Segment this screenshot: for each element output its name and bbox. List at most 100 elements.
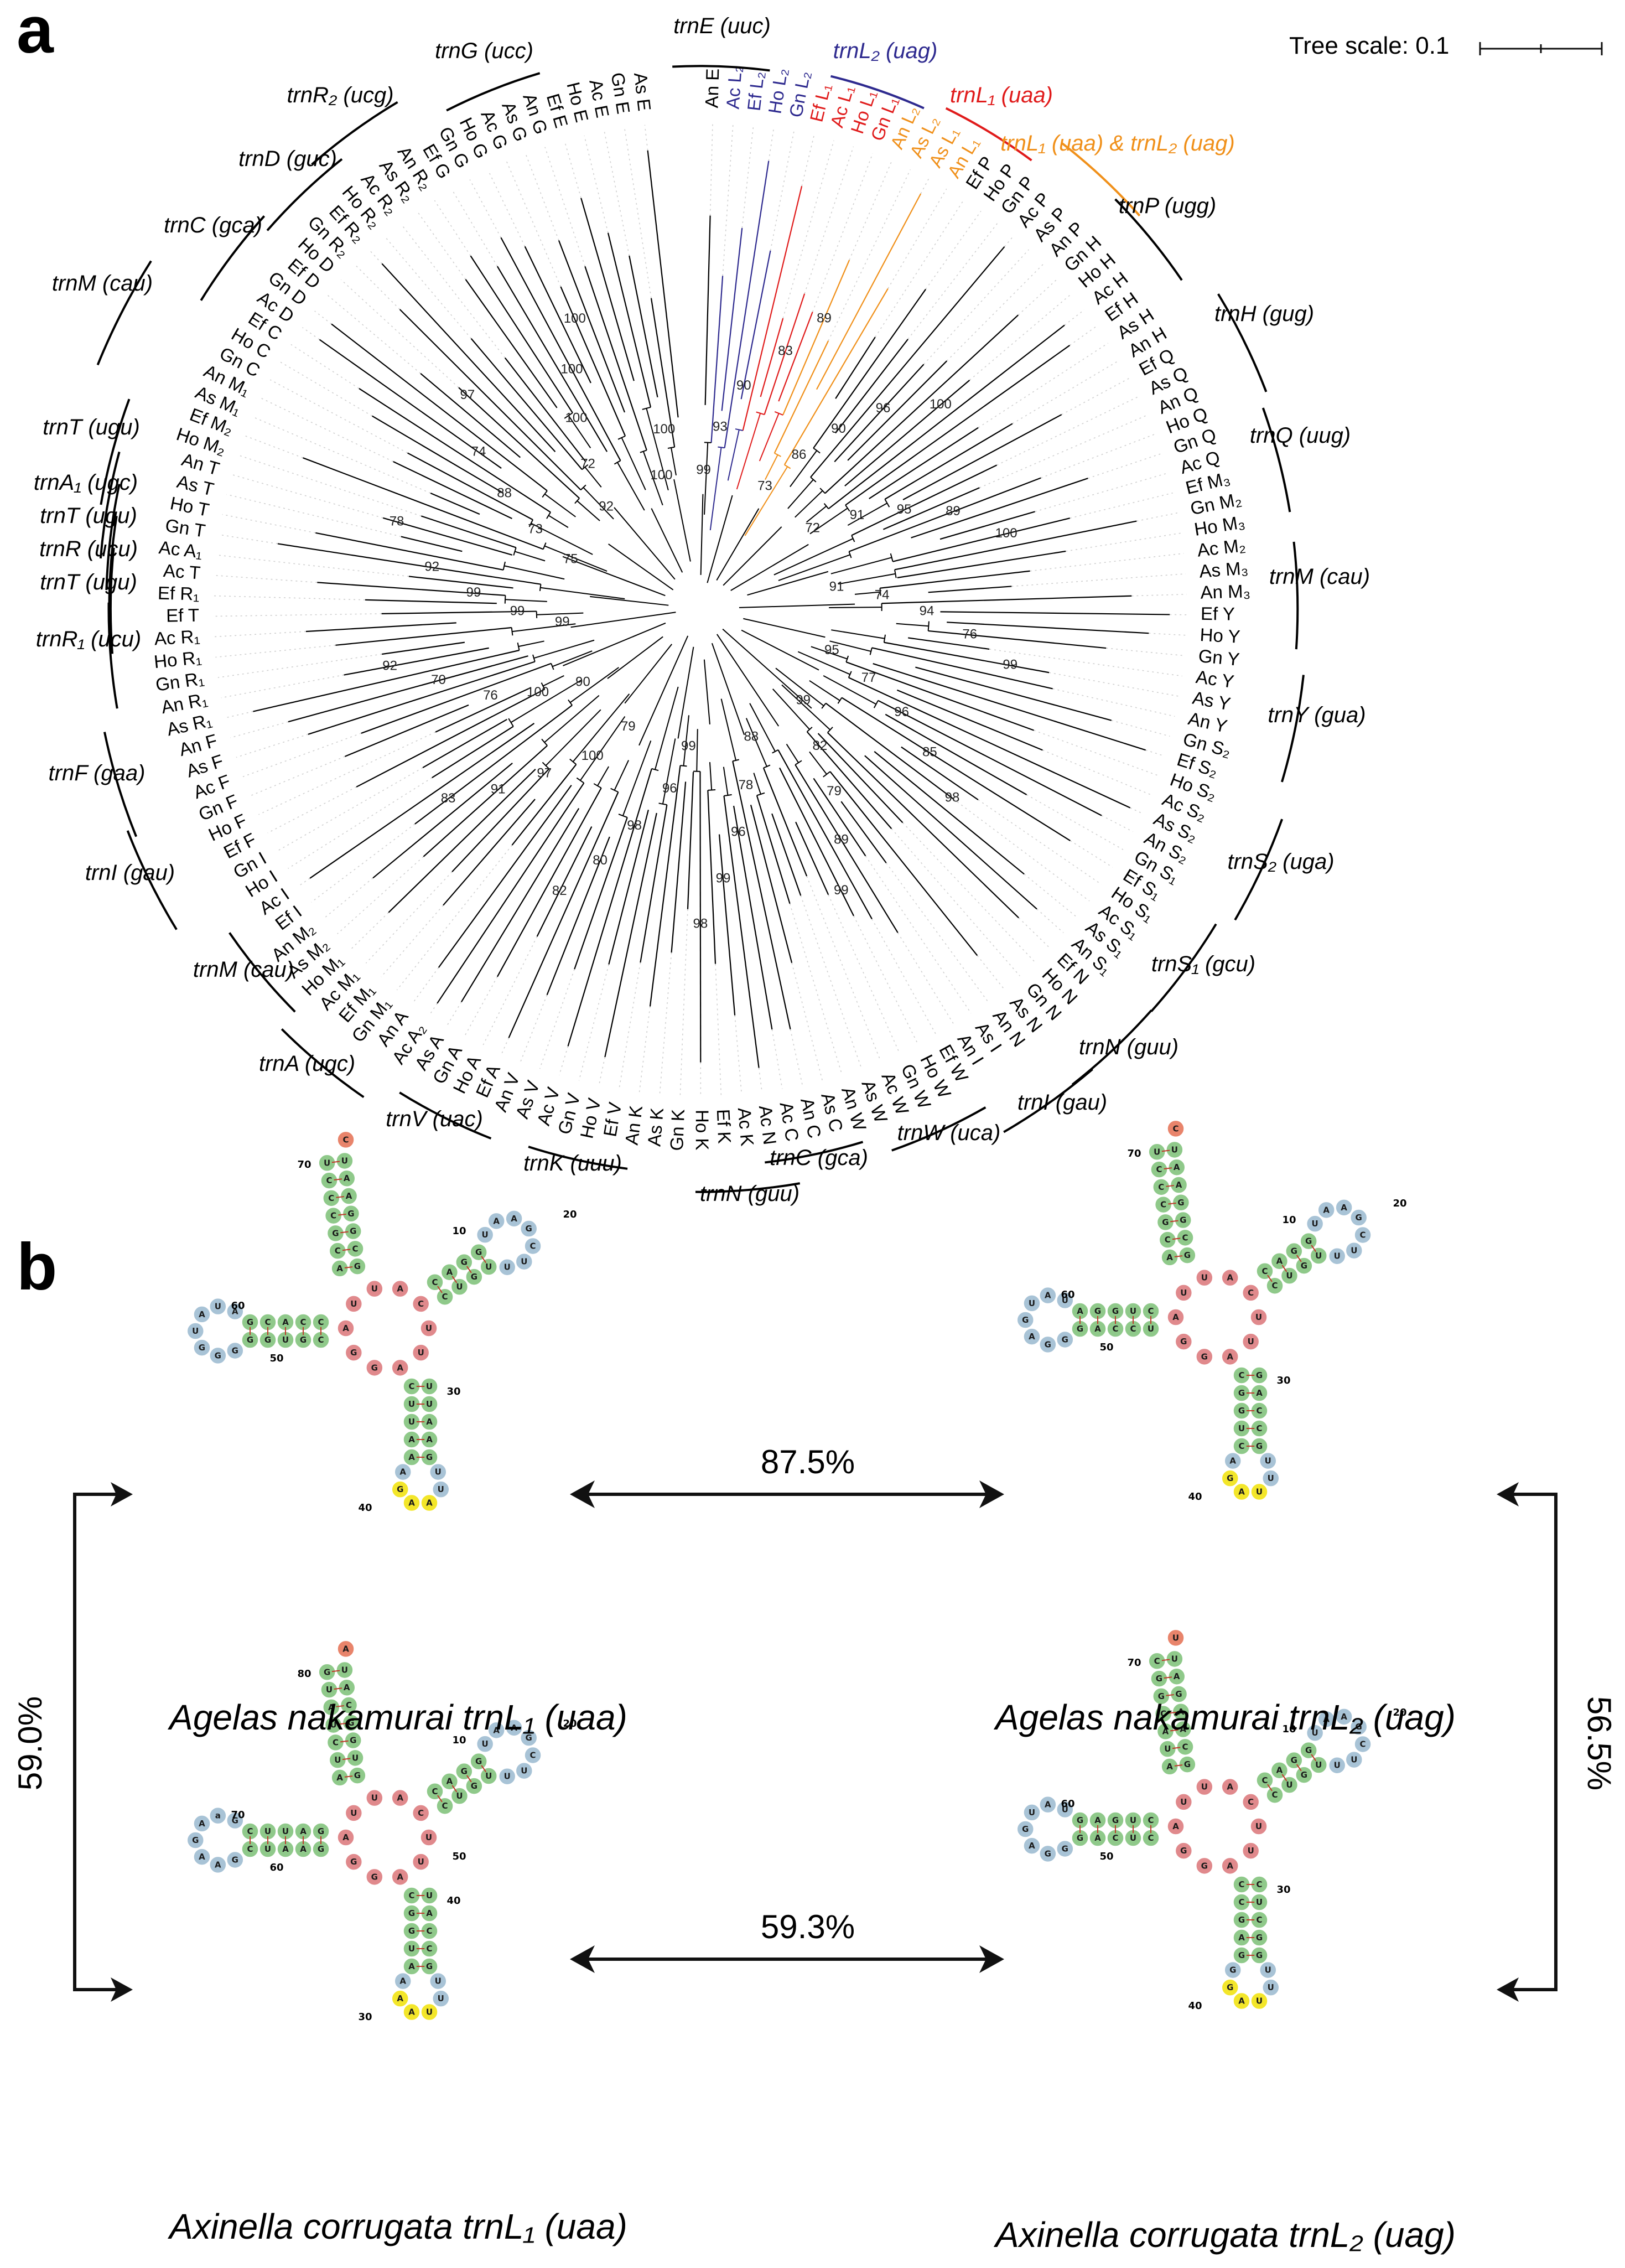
- tree-branch: [742, 185, 803, 431]
- nucleotide: [1196, 1348, 1213, 1366]
- nucleotide: [1285, 1751, 1303, 1769]
- nucleotide-letter: U: [1180, 1797, 1187, 1807]
- nucleotide: [340, 1187, 358, 1205]
- nucleotide: [1335, 1199, 1353, 1216]
- tree-node-connector: [718, 446, 725, 449]
- clade-bracket: [266, 158, 343, 231]
- nucleotide-letter: U: [435, 1467, 442, 1477]
- tip-guide-line: [758, 1068, 762, 1092]
- nucleotide: [342, 1714, 360, 1732]
- base-pair-bond: [344, 1266, 353, 1268]
- nucleotide: [505, 1719, 523, 1737]
- caption-bottom-right: Axinella corrugata trnL₂ (uag): [993, 2215, 1456, 2255]
- nucleotide-letter: C: [408, 1891, 414, 1901]
- clade-bracket: [99, 451, 121, 559]
- position-number: 70: [1127, 1148, 1141, 1159]
- nucleotide-letter: A: [1172, 1312, 1179, 1322]
- nucleotide: [1023, 1804, 1041, 1821]
- nucleotide-letter: A: [282, 1844, 289, 1854]
- nucleotide-letter: A: [1176, 1180, 1182, 1190]
- nucleotide-letter: U: [371, 1793, 378, 1803]
- tree-internal-branch: [568, 415, 591, 448]
- nucleotide-letter: U: [504, 1772, 511, 1782]
- nucleotide-letter: G: [350, 1348, 357, 1358]
- nucleotide-letter: A: [1276, 1256, 1283, 1266]
- tip-guide-line: [768, 127, 775, 161]
- nucleotide-letter: C: [247, 1826, 253, 1836]
- nucleotide: [345, 1853, 363, 1871]
- nucleotide-letter: U: [264, 1844, 271, 1854]
- nucleotide: [1270, 1761, 1289, 1779]
- tree-node-connector: [504, 595, 506, 604]
- nucleotide-letter: C: [264, 1317, 271, 1327]
- nucleotide-letter: C: [426, 1926, 432, 1936]
- nucleotide-letter: G: [350, 1857, 357, 1867]
- tree-branch: [335, 626, 512, 646]
- clade-bracket: [695, 1182, 801, 1193]
- nucleotide: [318, 1154, 336, 1172]
- nucleotide-letter: A: [447, 1777, 453, 1787]
- tree-branch: [500, 237, 621, 461]
- tip-guide-line: [638, 1006, 651, 1092]
- nucleotide-letter: A: [1238, 1487, 1245, 1497]
- nucleotide-letter: A: [426, 1417, 433, 1427]
- nucleotide: [1023, 1294, 1041, 1312]
- tree-root-branch: [608, 543, 674, 591]
- tree-internal-branch: [749, 703, 776, 752]
- tree-node-connector: [511, 627, 513, 636]
- nucleotide-letter: C: [1261, 1266, 1268, 1276]
- bootstrap-value: 100: [650, 468, 672, 483]
- nucleotide-letter: A: [199, 1309, 205, 1319]
- tip-guide-line: [828, 169, 911, 341]
- nucleotide-letter: C: [1160, 1709, 1166, 1719]
- tip-guide-line: [801, 135, 815, 187]
- tree-internal-branch: [531, 522, 593, 555]
- tree-branch: [331, 323, 548, 491]
- tip-guide-line: [1041, 433, 1155, 479]
- tree-branch: [894, 520, 1137, 571]
- base-pair-bond: [1281, 1774, 1287, 1782]
- position-number: 50: [1099, 1342, 1113, 1353]
- nucleotide: [366, 1789, 383, 1807]
- nucleotide-letter: U: [426, 1891, 433, 1901]
- tree-node-connector: [680, 765, 687, 767]
- tip-guide-line: [370, 250, 382, 264]
- bootstrap-value: 88: [497, 486, 512, 501]
- nucleotide-letter: C: [1256, 1879, 1262, 1889]
- nucleotide-letter: U: [408, 1944, 415, 1954]
- position-number: 30: [1276, 1884, 1290, 1896]
- nucleotide-letter: G: [1356, 1722, 1362, 1732]
- tree-internal-branch: [577, 500, 600, 521]
- position-number: 30: [1276, 1375, 1290, 1386]
- tip-guide-line: [953, 798, 1090, 902]
- nucleotide: [1167, 1668, 1186, 1685]
- clade-label: trnG (ucc): [435, 39, 533, 63]
- base-pair-bond: [331, 1161, 340, 1163]
- tip-guide-line: [865, 856, 972, 1014]
- clade-label: trnS₁ (gcu): [1151, 952, 1255, 976]
- tree-branch: [723, 795, 760, 1068]
- nucleotide: [1300, 1232, 1317, 1250]
- nucleotide-letter: G: [1301, 1770, 1307, 1780]
- nucleotide: [429, 1463, 447, 1481]
- tree-branch: [828, 324, 1065, 510]
- tree-branch: [881, 595, 1132, 604]
- nucleotide-letter: C: [1248, 1797, 1254, 1807]
- nucleotide-letter: G: [1077, 1833, 1083, 1843]
- tree-branch: [393, 460, 512, 520]
- tree-root-branch: [700, 494, 704, 575]
- position-number: 50: [452, 1851, 466, 1862]
- clade-bracket: [528, 1146, 628, 1170]
- tree-branch: [382, 517, 513, 556]
- position-number: 30: [447, 1386, 460, 1397]
- nucleotide-letter: A: [1094, 1324, 1101, 1334]
- nucleotide-letter: U: [1171, 1145, 1178, 1154]
- nucleotide: [1242, 1333, 1260, 1350]
- tree-branch: [810, 246, 1005, 478]
- nucleotide-letter: U: [341, 1665, 348, 1675]
- tree-branch: [308, 661, 536, 735]
- tip-guide-line: [277, 767, 423, 852]
- nucleotide-letter: U: [1029, 1298, 1035, 1308]
- tree-branch: [420, 515, 517, 548]
- nucleotide: [1159, 1740, 1177, 1758]
